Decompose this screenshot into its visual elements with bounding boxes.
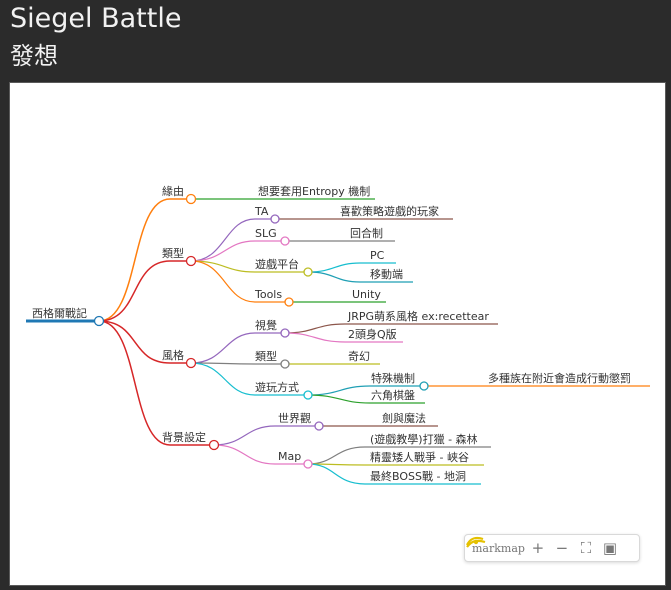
section-title: 發想 (10, 42, 58, 70)
link-root-n2 (98, 260, 191, 322)
node-n3c1a: 多種族在附近會造成行動懲罰 (488, 371, 631, 385)
node-circle-n4b[interactable] (303, 459, 313, 469)
link-n3a-n3a2 (284, 332, 403, 343)
node-n3b1: 奇幻 (348, 350, 370, 363)
node-n1a: 想要套用Entropy 機制 (258, 184, 370, 198)
node-n2c1: PC (370, 249, 385, 262)
node-circle-n2a[interactable] (270, 214, 280, 224)
markmap-logo-icon (466, 536, 486, 548)
node-n2c: 遊戲平台 (255, 257, 299, 271)
node-circle-n1[interactable] (185, 193, 197, 205)
link-n2-n2d (190, 260, 289, 303)
mindmap-frame: 西格爾戰記 緣由 想要套用Entropy 機制 類型 TA 喜歡策略遊戲的玩家 … (9, 82, 666, 586)
node-n2b: SLG (255, 227, 277, 240)
page-title: Siegel Battle (10, 3, 182, 34)
toggle-recursive-button[interactable]: ▣ (602, 539, 618, 557)
node-circle-n3b[interactable] (280, 359, 290, 369)
zoom-in-button[interactable]: + (531, 539, 545, 557)
link-n3a-n3a1 (284, 323, 498, 334)
node-n4: 背景設定 (162, 430, 206, 444)
link-n4-n4b (213, 444, 308, 465)
node-n3c1: 特殊機制 (371, 371, 415, 385)
link-n4b-n4b3 (307, 463, 481, 485)
link-n3c-n3c2 (307, 394, 425, 404)
node-n4a: 世界觀 (278, 412, 311, 425)
node-circle-n3[interactable] (185, 357, 197, 369)
markmap-brand-label: markmap (472, 541, 525, 555)
node-circle-n4a[interactable] (314, 421, 324, 431)
node-circle-n3a[interactable] (280, 328, 290, 338)
node-n3a: 視覺 (255, 318, 277, 332)
link-root-n1 (98, 198, 191, 322)
node-circle-n2d[interactable] (284, 297, 294, 307)
node-n4b1: (遊戲教學)打獵 - 森林 (370, 432, 478, 446)
node-root: 西格爾戰記 (32, 306, 87, 320)
link-root-n4 (98, 320, 214, 446)
node-n2d1: Unity (352, 288, 381, 301)
markmap-brand-link[interactable]: markmap (466, 535, 525, 561)
node-circle-n3c1[interactable] (419, 381, 429, 391)
node-n3c2: 六角棋盤 (371, 388, 415, 402)
link-n3c-n3c1 (307, 385, 424, 396)
link-n3-n3c (190, 362, 308, 396)
node-n2: 類型 (162, 246, 184, 260)
node-circle-n4[interactable] (208, 439, 220, 451)
node-n1: 緣由 (162, 184, 184, 198)
link-n4b-n4b2 (307, 463, 484, 466)
link-n4-n4a (213, 425, 319, 446)
node-n4a1: 劍與魔法 (382, 411, 426, 425)
node-n2d: Tools (254, 288, 282, 301)
node-n3a1: JRPG萌系風格 ex:recettear (347, 309, 489, 323)
mindmap-canvas[interactable]: 西格爾戰記 緣由 想要套用Entropy 機制 類型 TA 喜歡策略遊戲的玩家 … (10, 83, 665, 585)
node-n2b1: 回合制 (350, 226, 383, 240)
node-n4b: Map (278, 450, 301, 463)
link-n2c-n2c1 (307, 262, 396, 273)
link-n3-n3b (190, 362, 285, 365)
node-circle-root[interactable] (93, 315, 105, 327)
markmap-toolbar: markmap + − ⛶ ▣ (464, 534, 640, 562)
link-n2-n2b (190, 240, 285, 262)
node-circle-n2c[interactable] (303, 267, 313, 277)
link-n2-n2c (190, 260, 308, 273)
node-n3b: 類型 (255, 349, 277, 363)
node-n3c: 遊玩方式 (255, 380, 299, 394)
link-n3-n3a (190, 332, 285, 364)
node-n3: 風格 (162, 348, 184, 362)
node-circle-n3c[interactable] (303, 390, 313, 400)
node-n4b3: 最終BOSS戰 - 地洞 (370, 469, 466, 483)
fit-view-button[interactable]: ⛶ (580, 539, 592, 557)
node-circle-n2b[interactable] (280, 236, 290, 246)
link-n4b-n4b1 (307, 446, 491, 465)
node-n3a2: 2頭身Q版 (348, 327, 397, 341)
link-n2-n2a (190, 218, 275, 262)
node-circle-n2[interactable] (185, 255, 197, 267)
link-n2c-n2c2 (307, 271, 413, 283)
link-root-n3 (98, 320, 191, 364)
zoom-out-button[interactable]: − (555, 539, 569, 557)
node-n2c2: 移動端 (370, 267, 403, 281)
node-n2a1: 喜歡策略遊戲的玩家 (340, 204, 439, 218)
node-n4b2: 精靈矮人戰爭 - 峽谷 (370, 450, 469, 464)
node-n2a: TA (254, 205, 269, 218)
